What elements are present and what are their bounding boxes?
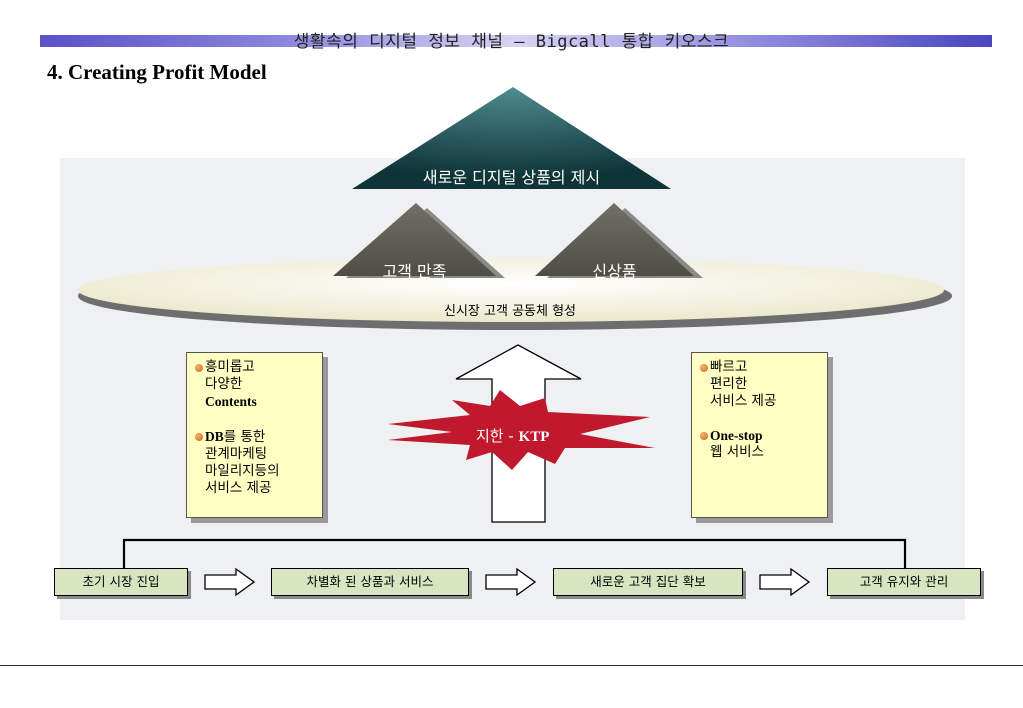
right-pyramid (535, 203, 694, 276)
step-arrow-1 (204, 567, 256, 597)
right-note-line: 편리한 (710, 376, 748, 392)
header-title: 생활속의 디지털 정보 채널 – Bigcall 통합 키오스크 (293, 32, 730, 52)
step-4: 고객 유지와 관리 (827, 568, 981, 596)
bullet-icon (195, 364, 203, 372)
right-pyramid-label: 신상품 (592, 262, 637, 281)
bullet-icon (700, 364, 708, 372)
top-pyramid (352, 87, 671, 189)
bullet-icon (195, 433, 203, 441)
bracket-line (122, 538, 907, 568)
burst-label-bold: KTP (518, 429, 550, 445)
step-1: 초기 시장 진입 (54, 568, 188, 596)
right-note-line: 서비스 제공 (710, 393, 777, 409)
right-note-line: 웹 서비스 (710, 444, 764, 460)
left-pyramid-label: 고객 만족 (382, 262, 447, 281)
burst-shape (388, 390, 655, 470)
left-note-line: 서비스 제공 (205, 480, 272, 496)
left-pyramid (333, 203, 496, 276)
step-arrow-3 (759, 567, 811, 597)
left-note-line: 관계마케팅 (205, 446, 268, 462)
right-note-line: 빠르고 (710, 359, 748, 375)
step-3: 새로운 고객 집단 확보 (553, 568, 743, 596)
bullet-icon (700, 432, 708, 440)
section-title: 4. Creating Profit Model (47, 60, 267, 84)
right-note: 빠르고 편리한 서비스 제공 One-stop 웹 서비스 (691, 352, 828, 518)
left-note-line: 다양한 (205, 376, 243, 392)
left-note-line: 마일리지등의 (205, 463, 280, 479)
step-arrow-2 (485, 567, 537, 597)
left-note-line: 흥미롭고 (205, 359, 255, 375)
left-note-bold: DB (205, 429, 224, 444)
community-label: 신시장 고객 공동체 형성 (444, 304, 576, 319)
burst-label-prefix: 지한 - (476, 427, 519, 445)
top-pyramid-label: 새로운 디지털 상품의 제시 (422, 168, 601, 187)
step-2: 차별화 된 상품과 서비스 (271, 568, 469, 596)
left-note-line: Contents (205, 394, 257, 409)
left-note-line: 를 통한 (223, 429, 266, 445)
footer-rule (0, 665, 1023, 666)
left-note: 흥미롭고 다양한 Contents DB를 통한 관계마케팅 마일리지등의 서비… (186, 352, 323, 518)
burst-label: 지한 - KTP (476, 425, 549, 446)
community-ellipse (78, 258, 944, 322)
right-note-line: One-stop (710, 428, 763, 443)
header-bar (40, 35, 992, 47)
